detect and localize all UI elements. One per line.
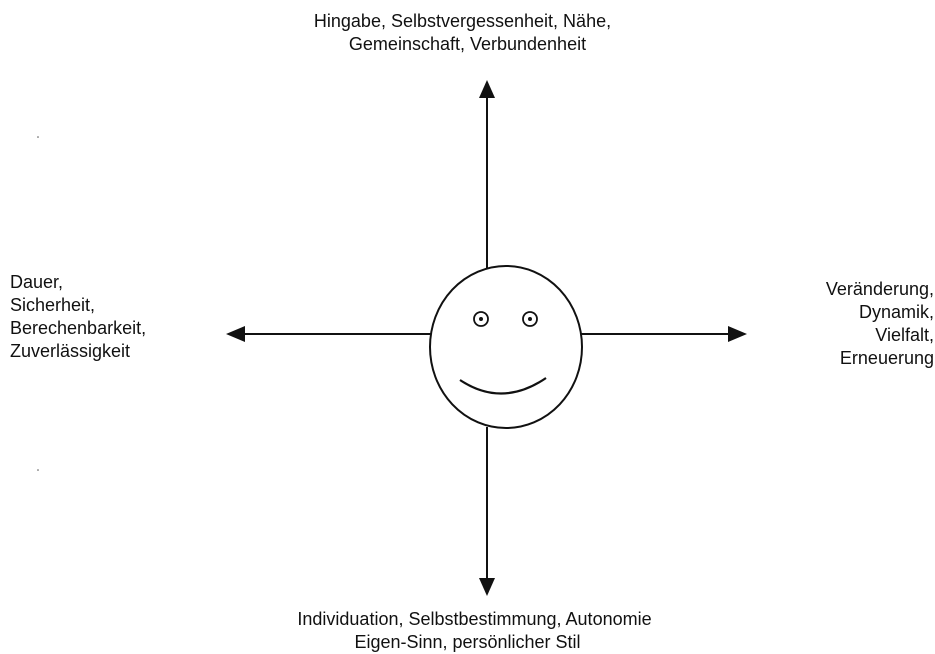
right-label-line4: Erneuerung bbox=[839, 348, 934, 368]
left-label-line4: Zuverlässigkeit bbox=[10, 341, 131, 361]
left-eye bbox=[473, 311, 489, 327]
top-label-line2: Gemeinschaft, Verbundenheit bbox=[348, 34, 587, 54]
arrow-down-icon bbox=[479, 578, 495, 596]
top-label-line1: Hingabe, Selbstvergessenheit, Nähe, bbox=[313, 11, 612, 31]
bottom-label-line2: Eigen-Sinn, persönlicher Stil bbox=[354, 632, 581, 652]
mouth-smile bbox=[459, 377, 547, 395]
scan-dot bbox=[37, 136, 39, 138]
scan-dot bbox=[37, 469, 39, 471]
face-outline bbox=[429, 265, 583, 429]
left-pupil bbox=[479, 317, 483, 321]
bottom-label-line1: Individuation, Selbstbestimmung, Autonom… bbox=[297, 609, 652, 629]
left-label-line2: Sicherheit, bbox=[10, 295, 96, 315]
left-direction-label: Dauer, Sicherheit, Berechenbarkeit, Zuve… bbox=[10, 271, 146, 363]
top-direction-label: Hingabe, Selbstvergessenheit, Nähe, Geme… bbox=[0, 10, 935, 56]
arrow-right-icon bbox=[728, 326, 747, 342]
left-label-line1: Dauer, bbox=[10, 272, 64, 292]
right-label-line1: Veränderung, bbox=[825, 279, 934, 299]
right-direction-label: Veränderung, Dynamik, Vielfalt, Erneueru… bbox=[826, 278, 934, 370]
bottom-direction-label: Individuation, Selbstbestimmung, Autonom… bbox=[0, 608, 935, 654]
arrow-left-icon bbox=[226, 326, 245, 342]
left-label-line3: Berechenbarkeit, bbox=[10, 318, 147, 338]
arrow-up-icon bbox=[479, 80, 495, 98]
right-label-line2: Dynamik, bbox=[858, 302, 934, 322]
smiley-face-icon bbox=[429, 265, 583, 429]
right-label-line3: Vielfalt, bbox=[875, 325, 934, 345]
right-eye bbox=[522, 311, 538, 327]
right-pupil bbox=[528, 317, 532, 321]
